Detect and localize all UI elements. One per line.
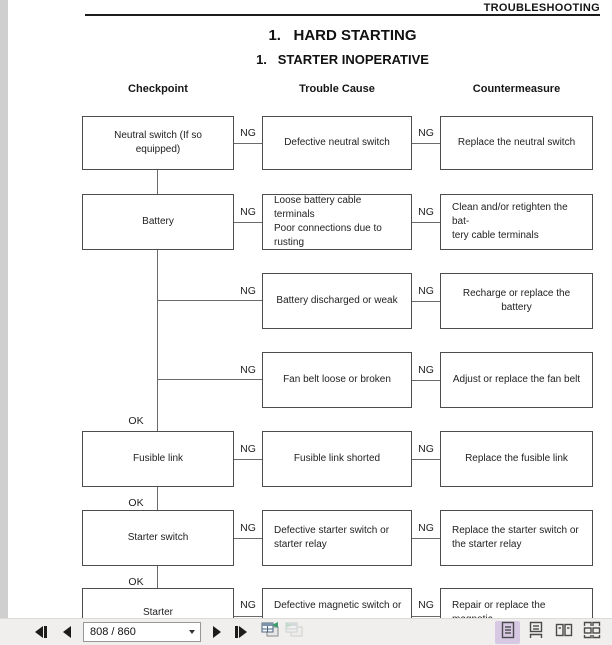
ng-label: NG [240, 127, 256, 139]
ng-label: NG [418, 364, 434, 376]
checkpoint-box: Battery [82, 194, 234, 250]
ng-label: NG [240, 364, 256, 376]
facing-continuous-layout-icon [583, 621, 601, 644]
flow-connector [234, 222, 262, 223]
viewer-toolbar [0, 618, 612, 645]
previous-page-icon [60, 624, 74, 640]
column-header-checkpoint: Checkpoint [128, 83, 188, 95]
page-layout-buttons [492, 620, 604, 644]
viewer-background-edge [0, 0, 8, 618]
first-page-icon [33, 624, 49, 640]
document-page: TROUBLESHOOTING 1. HARD STARTING 1. STAR… [82, 2, 600, 645]
subsection-title: 1. STARTER INOPERATIVE [256, 52, 429, 67]
next-page-button[interactable] [207, 621, 227, 643]
flow-connector [234, 459, 262, 460]
countermeasure-box: Adjust or replace the fan belt [440, 352, 593, 408]
ng-label: NG [240, 443, 256, 455]
countermeasure-box: Recharge or replace the battery [440, 273, 593, 329]
flow-connector [412, 143, 440, 144]
countermeasure-box: Clean and/or retighten the bat- tery cab… [440, 194, 593, 250]
page-header: TROUBLESHOOTING [483, 2, 600, 14]
flow-connector [412, 301, 440, 302]
next-view-button[interactable] [285, 621, 303, 643]
trouble-cause-box: Loose battery cable terminals Poor conne… [262, 194, 412, 250]
trouble-cause-box: Fan belt loose or broken [262, 352, 412, 408]
ok-label: OK [128, 576, 144, 588]
ng-label: NG [240, 522, 256, 534]
flow-connector [412, 222, 440, 223]
column-header-trouble-cause: Trouble Cause [299, 83, 375, 95]
ng-label: NG [240, 206, 256, 218]
flow-connector [234, 538, 262, 539]
trouble-cause-box: Fusible link shorted [262, 431, 412, 487]
flow-connector [412, 459, 440, 460]
trouble-cause-box: Defective starter switch or starter rela… [262, 510, 412, 566]
next-page-icon [210, 624, 224, 640]
countermeasure-box: Replace the neutral switch [440, 116, 593, 170]
single-page-layout-icon [500, 621, 516, 644]
previous-view-button[interactable] [261, 621, 279, 643]
continuous-layout-icon [528, 621, 544, 644]
facing-continuous-layout-button[interactable] [579, 621, 604, 644]
flow-branch-line [157, 300, 262, 301]
ng-label: NG [418, 522, 434, 534]
next-view-icon [285, 621, 303, 643]
ng-label: NG [418, 127, 434, 139]
last-page-icon [233, 624, 249, 640]
continuous-layout-button[interactable] [523, 621, 548, 644]
trouble-cause-box: Battery discharged or weak [262, 273, 412, 329]
page-number-input[interactable] [83, 622, 201, 642]
ng-label: NG [418, 285, 434, 297]
facing-pages-layout-button[interactable] [551, 621, 576, 644]
previous-view-icon [261, 621, 279, 643]
ng-label: NG [240, 599, 256, 611]
flow-branch-line [157, 379, 262, 380]
flow-connector [412, 380, 440, 381]
countermeasure-box: Replace the fusible link [440, 431, 593, 487]
checkpoint-box: Starter switch [82, 510, 234, 566]
column-header-countermeasure: Countermeasure [472, 83, 561, 95]
section-title: 1. HARD STARTING [268, 27, 417, 44]
ng-label: NG [418, 599, 434, 611]
page-number-combobox[interactable] [83, 622, 201, 642]
header-rule [85, 14, 600, 16]
countermeasure-box: Replace the starter switch or the starte… [440, 510, 593, 566]
single-page-layout-button[interactable] [495, 620, 520, 644]
ng-label: NG [418, 443, 434, 455]
ng-label: NG [418, 206, 434, 218]
ok-label: OK [128, 497, 144, 509]
last-page-button[interactable] [231, 621, 251, 643]
flow-connector [234, 143, 262, 144]
flow-connector [234, 616, 262, 617]
ok-label: OK [128, 415, 144, 427]
previous-page-button[interactable] [57, 621, 77, 643]
ng-label: NG [240, 285, 256, 297]
checkpoint-box: Fusible link [82, 431, 234, 487]
checkpoint-box: Neutral switch (If so equipped) [82, 116, 234, 170]
first-page-button[interactable] [31, 621, 51, 643]
flow-connector [412, 538, 440, 539]
facing-pages-layout-icon [555, 621, 573, 644]
trouble-cause-box: Defective neutral switch [262, 116, 412, 170]
flow-connector [412, 616, 440, 617]
